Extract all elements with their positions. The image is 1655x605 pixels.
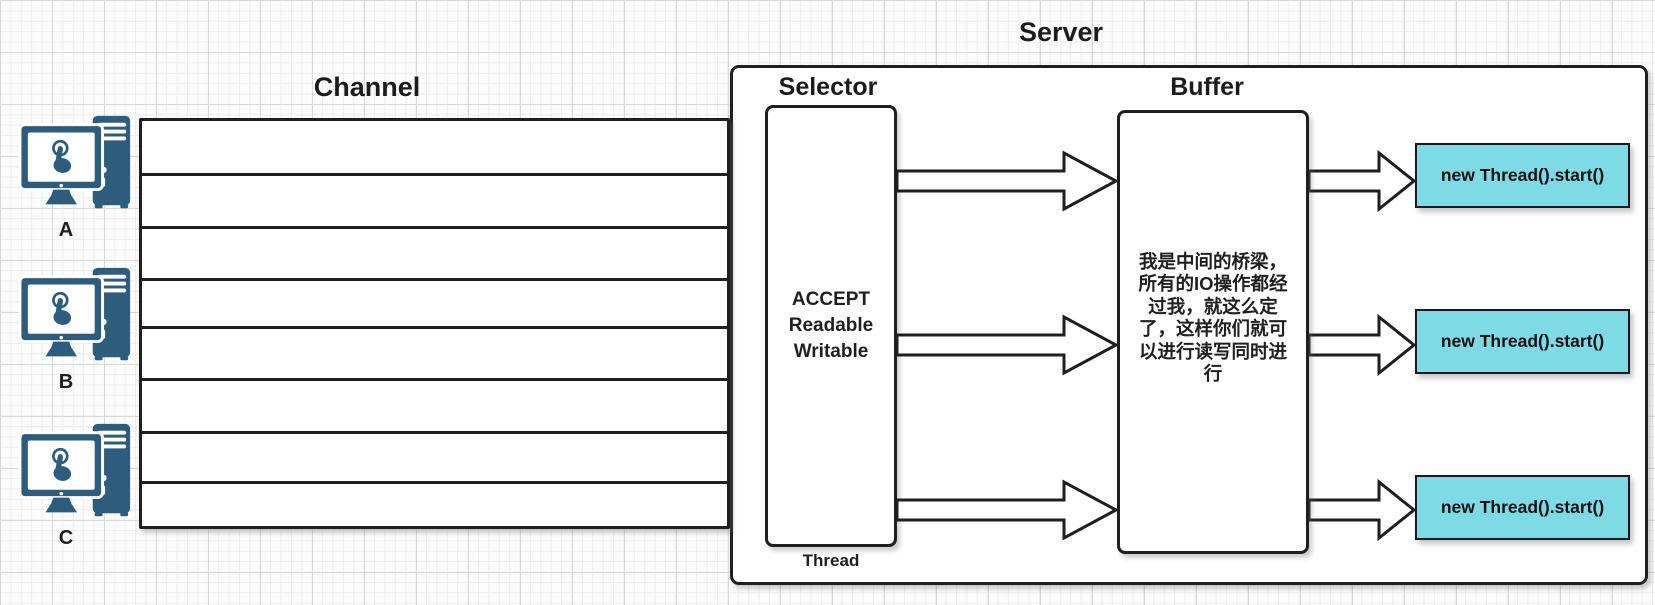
channel-row-divider — [141, 431, 728, 434]
selector-title: Selector — [778, 73, 878, 101]
client-computer-icon — [18, 115, 131, 209]
channel-box — [139, 118, 730, 529]
touch-icon — [52, 139, 72, 173]
client-a-label: A — [58, 219, 74, 241]
selector-capability: Readable — [788, 315, 874, 336]
selector-capability: ACCEPT — [791, 289, 871, 310]
client-a-icon-slot — [18, 114, 136, 214]
client-b-icon-slot — [18, 266, 136, 366]
thread-box: new Thread().start() — [1415, 143, 1630, 208]
channel-row-divider — [141, 278, 728, 281]
touch-icon — [52, 291, 72, 325]
selector-thread-label: Thread — [802, 551, 860, 570]
channel-title: Channel — [313, 72, 421, 102]
channel-row-divider — [141, 173, 728, 176]
buffer-box: 我是中间的桥梁， 所有的IO操作都经 过我，就这么定 了，这样你们就可 以进行读… — [1117, 110, 1309, 554]
thread-box-label: new Thread().start() — [1440, 497, 1605, 517]
client-c-label: C — [58, 527, 74, 549]
thread-box: new Thread().start() — [1415, 475, 1630, 540]
channel-row-divider — [141, 378, 728, 381]
touch-icon — [52, 447, 72, 481]
buffer-description: 我是中间的桥梁， 所有的IO操作都经 过我，就这么定 了，这样你们就可 以进行读… — [1138, 250, 1288, 385]
server-title: Server — [1018, 17, 1104, 47]
channel-row-divider — [141, 481, 728, 484]
thread-box-label: new Thread().start() — [1440, 331, 1605, 351]
channel-row-divider — [141, 226, 728, 229]
thread-box: new Thread().start() — [1415, 309, 1630, 374]
selector-capability: Writable — [793, 341, 869, 362]
client-computer-icon — [18, 267, 131, 361]
buffer-title: Buffer — [1170, 73, 1244, 101]
client-c-icon-slot — [18, 422, 136, 522]
client-computer-icon — [18, 423, 131, 517]
thread-box-label: new Thread().start() — [1440, 165, 1605, 185]
channel-row-divider — [141, 326, 728, 329]
selector-box: ACCEPT Readable Writable — [765, 105, 897, 547]
client-b-label: B — [58, 371, 74, 393]
